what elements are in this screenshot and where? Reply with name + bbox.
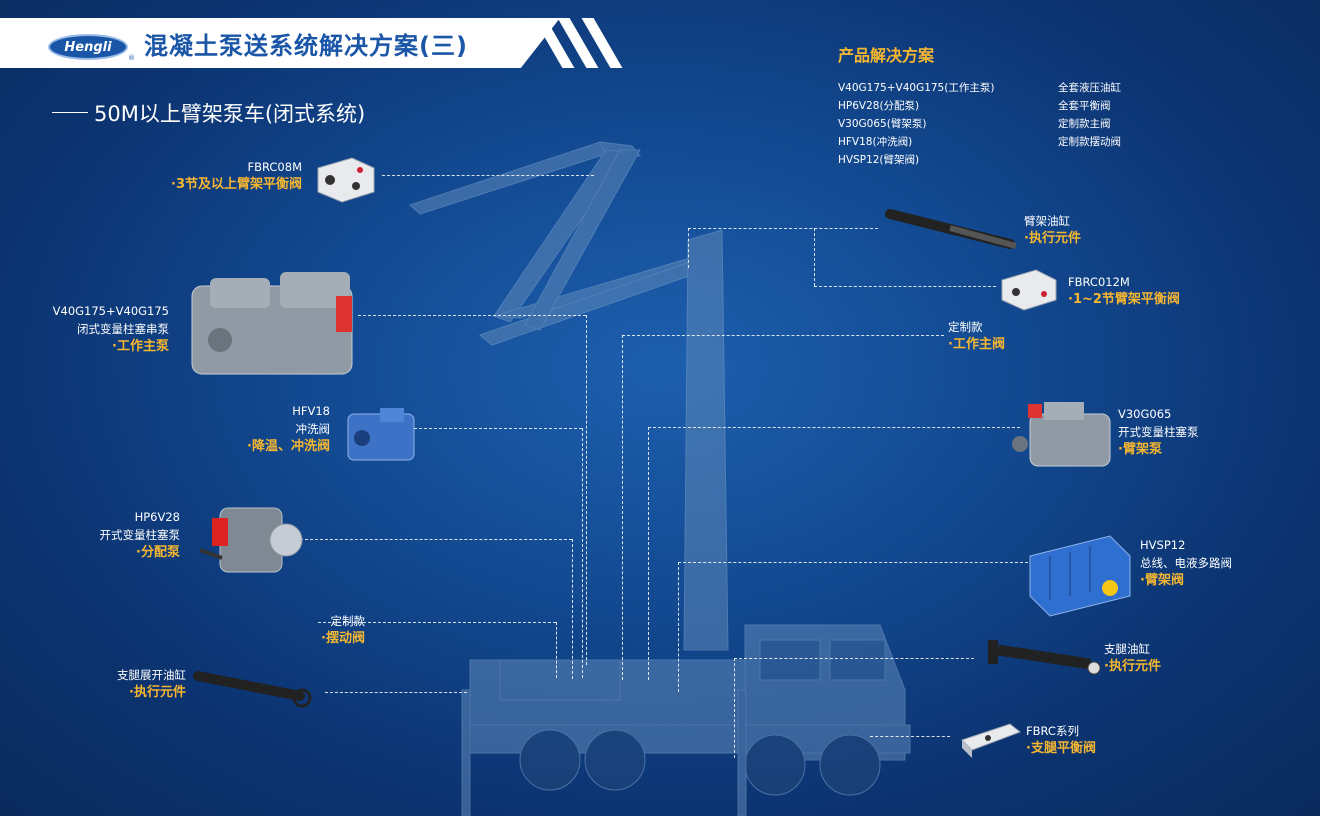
hp6v28-label: HP6V28 开式变量柱塞泵 ·分配泵 — [99, 510, 181, 560]
hvsp12-label: HVSP12 总线、电液多路阀 ·臂架阀 — [1140, 538, 1232, 588]
main-pump-label: V40G175+V40G175 闭式变量柱塞串泵 ·工作主泵 — [52, 304, 169, 354]
fbrc08m-valve-icon — [317, 157, 375, 203]
connector-line — [678, 562, 1028, 563]
swing-valve-label: 定制款 ·摆动阀 — [321, 614, 365, 646]
outrigger-extension-cylinder-icon — [193, 671, 312, 708]
connector-line — [582, 428, 583, 678]
hp6v28-pump-icon — [199, 507, 303, 573]
hvsp12-valve-icon — [1029, 535, 1131, 617]
v30g065-pump-icon — [1012, 402, 1111, 467]
connector-line — [622, 335, 944, 336]
solution-title: 产品解决方案 — [838, 46, 935, 65]
main-valve-label: 定制款 ·工作主阀 — [948, 320, 1005, 352]
fbrc08m-label: FBRC08M ·3节及以上臂架平衡阀 — [171, 160, 302, 192]
fbrc012m-valve-icon — [1001, 269, 1057, 311]
solution-item: 定制款摆动阀 — [1058, 136, 1121, 148]
solution-item: HVSP12(臂架阀) — [838, 154, 920, 166]
connector-line — [734, 658, 735, 758]
subtitle-dash — [52, 112, 88, 113]
connector-line — [325, 692, 467, 693]
main-pump-icon — [191, 272, 353, 375]
connector-line — [586, 315, 587, 665]
registered-mark: ® — [128, 54, 135, 62]
connector-line — [870, 736, 950, 737]
solution-item: 全套平衡阀 — [1058, 100, 1111, 112]
solution-right-list: 全套液压油缸 全套平衡阀 定制款主阀 定制款摆动阀 — [1058, 79, 1121, 151]
connector-line — [358, 315, 586, 316]
boom-cylinder-label: 臂架油缸 ·执行元件 — [1024, 214, 1081, 246]
fbrc012m-label: FBRC012M ·1~2节臂架平衡阀 — [1068, 275, 1180, 307]
outrigger-cylinder-label: 支腿油缸 ·执行元件 — [1104, 642, 1161, 674]
connector-line — [688, 228, 878, 229]
connector-line — [572, 539, 573, 679]
hfv18-valve-icon — [347, 408, 415, 461]
solution-item: 全套液压油缸 — [1058, 82, 1121, 94]
connector-line — [688, 228, 689, 268]
solution-item: HP6V28(分配泵) — [838, 100, 920, 112]
fbrc-series-label: FBRC系列 ·支腿平衡阀 — [1026, 724, 1096, 756]
fbrc-series-valve-icon — [961, 723, 1021, 758]
connector-line — [814, 228, 815, 286]
outrigger-extension-label: 支腿展开油缸 ·执行元件 — [117, 668, 186, 700]
connector-line — [300, 539, 572, 540]
solution-item: V40G175+V40G175(工作主泵) — [838, 82, 995, 94]
page-title: 混凝土泵送系统解决方案(三) — [144, 32, 468, 60]
outrigger-cylinder-icon — [988, 640, 1101, 675]
connector-line — [382, 175, 594, 176]
connector-line — [734, 658, 974, 659]
solution-item: V30G065(臂架泵) — [838, 118, 927, 130]
v30g065-label: V30G065 开式变量柱塞泵 ·臂架泵 — [1118, 407, 1199, 457]
connector-line — [318, 622, 556, 623]
solution-left-list: V40G175+V40G175(工作主泵) HP6V28(分配泵) V30G06… — [838, 79, 994, 169]
connector-line — [556, 622, 557, 678]
connector-line — [678, 562, 679, 692]
solution-item: 定制款主阀 — [1058, 118, 1111, 130]
boom-cylinder-icon — [885, 209, 1017, 249]
connector-line — [622, 335, 623, 680]
hfv18-label: HFV18 冲洗阀 ·降温、冲洗阀 — [247, 404, 330, 454]
connector-line — [648, 427, 649, 680]
page-subtitle: 50M以上臂架泵车(闭式系统) — [94, 102, 366, 126]
connector-line — [414, 428, 582, 429]
hengli-logo: Hengli — [48, 34, 128, 60]
connector-line — [814, 286, 996, 287]
solution-item: HFV18(冲洗阀) — [838, 136, 913, 148]
connector-line — [648, 427, 1020, 428]
